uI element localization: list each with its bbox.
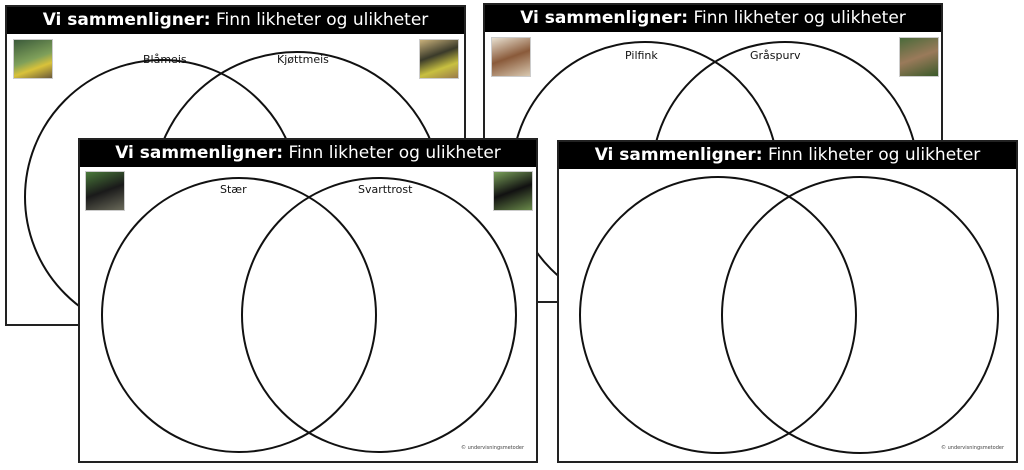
right-set-label: Kjøttmeis xyxy=(277,53,329,66)
venn-diagram xyxy=(579,176,999,454)
tree-sparrow-photo xyxy=(491,37,531,77)
venn-card-staer-svarttrost[interactable]: Vi sammenligner: Finn likheter og ulikhe… xyxy=(78,138,538,463)
blackbird-photo xyxy=(493,171,533,211)
card-header: Vi sammenligner: Finn likheter og ulikhe… xyxy=(80,140,536,167)
copyright-text: © undervisningsmetoder xyxy=(461,445,524,451)
right-set-label: Gråspurv xyxy=(750,49,801,62)
venn-diagram xyxy=(101,177,517,453)
venn-card-blank[interactable]: Vi sammenligner: Finn likheter og ulikhe… xyxy=(557,140,1018,463)
card-header: Vi sammenligner: Finn likheter og ulikhe… xyxy=(559,142,1016,169)
blue-tit-photo xyxy=(13,39,53,79)
card-header: Vi sammenligner: Finn likheter og ulikhe… xyxy=(7,7,464,34)
left-set-label: Stær xyxy=(220,183,247,196)
right-set-label: Svarttrost xyxy=(358,183,413,196)
great-tit-photo xyxy=(419,39,459,79)
starling-photo xyxy=(85,171,125,211)
left-set-label: Blåmeis xyxy=(143,53,187,66)
card-header: Vi sammenligner: Finn likheter og ulikhe… xyxy=(485,5,941,32)
left-set-label: Pilfink xyxy=(625,49,658,62)
house-sparrow-photo xyxy=(899,37,939,77)
copyright-text: © undervisningsmetoder xyxy=(941,445,1004,451)
